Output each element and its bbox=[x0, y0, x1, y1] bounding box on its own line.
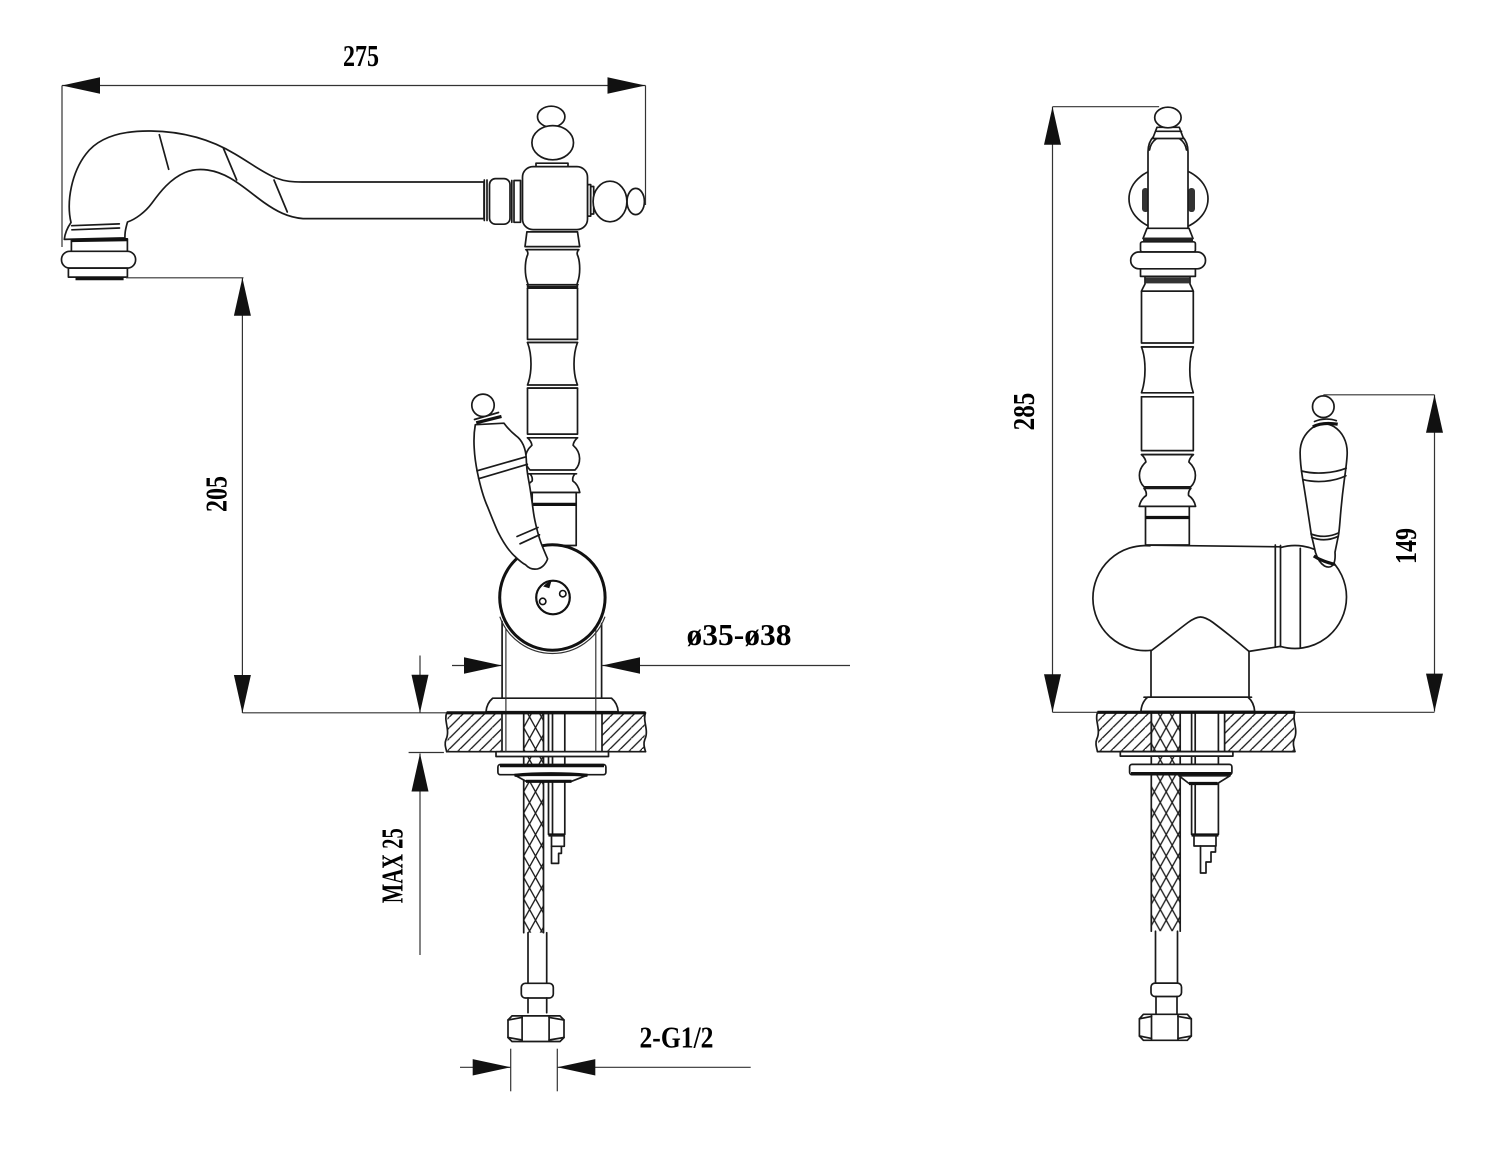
svg-text:285: 285 bbox=[1006, 393, 1041, 431]
svg-text:275: 275 bbox=[343, 38, 379, 73]
svg-text:ø35-ø38: ø35-ø38 bbox=[687, 617, 792, 652]
svg-text:MAX 25: MAX 25 bbox=[374, 828, 409, 903]
svg-text:205: 205 bbox=[198, 476, 233, 512]
svg-text:149: 149 bbox=[1388, 528, 1423, 564]
svg-text:2-G1/2: 2-G1/2 bbox=[640, 1019, 714, 1054]
